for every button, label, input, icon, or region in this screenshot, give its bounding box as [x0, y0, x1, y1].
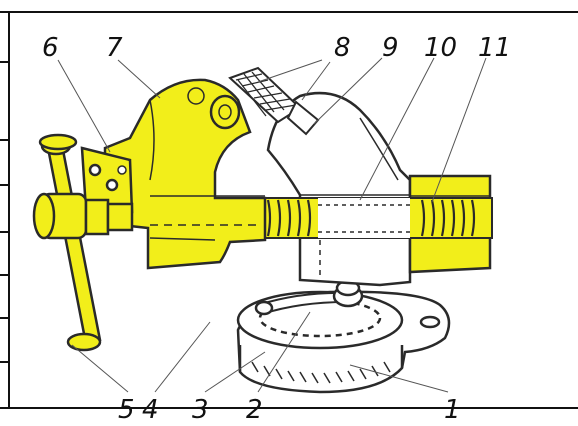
callout-11: 11: [478, 33, 511, 63]
front-flange: [80, 146, 134, 214]
callout-7: 7: [106, 33, 123, 63]
callout-4: 4: [142, 395, 159, 425]
callout-5: 5: [118, 395, 135, 425]
callout-6: 6: [42, 33, 59, 63]
swivel-base: [236, 279, 451, 394]
callout-8: 8: [334, 33, 351, 63]
callout-1: 1: [444, 395, 461, 425]
callout-10: 10: [424, 33, 457, 63]
callout-2: 2: [246, 395, 263, 425]
callout-3: 3: [192, 395, 209, 425]
jaw-plates: [228, 66, 320, 136]
fixed-jaw-body: [266, 91, 412, 287]
movable-jaw-body: [103, 78, 267, 270]
callout-labels: 6 7 8 9 10 11 5 4 3 2 1: [42, 33, 511, 425]
vise-handle: [32, 133, 134, 352]
lead-screw: [261, 197, 493, 239]
leader-lines: [57, 57, 487, 393]
frame-border: [0, 11, 578, 409]
callout-9: 9: [382, 33, 399, 63]
